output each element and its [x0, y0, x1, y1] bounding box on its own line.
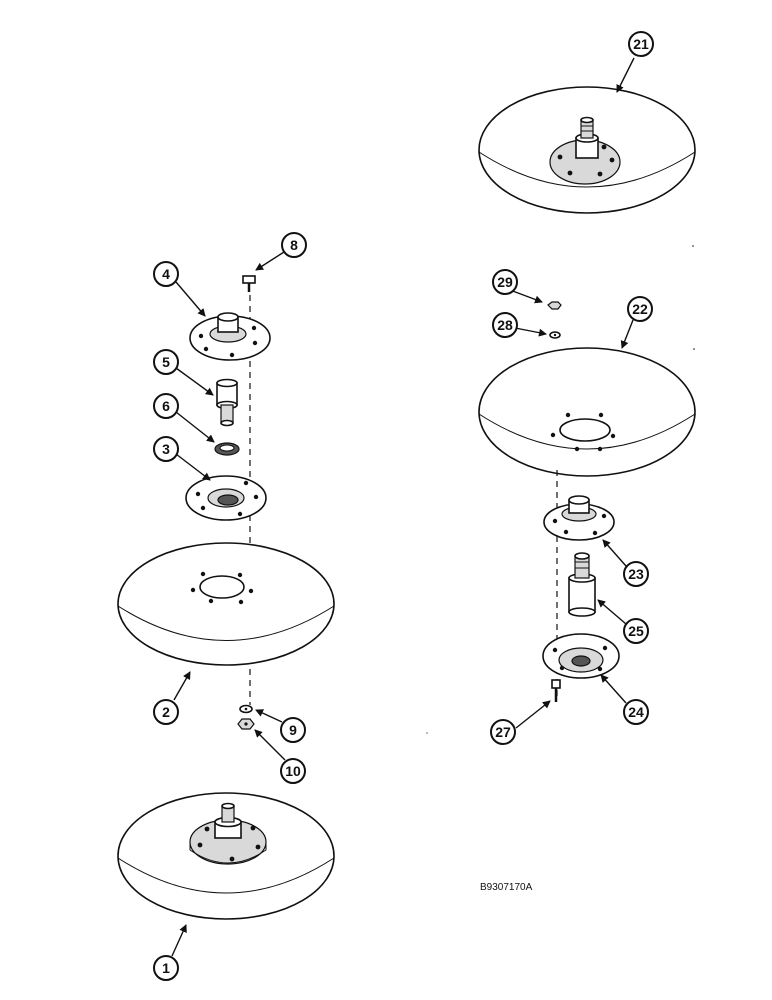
callout-6: 6	[153, 393, 179, 419]
callout-5-label: 5	[162, 354, 170, 370]
callout-5: 5	[153, 349, 179, 375]
callout-25-label: 25	[628, 623, 644, 639]
callout-4: 4	[153, 261, 179, 287]
callout-9-label: 9	[289, 722, 297, 738]
callout-23: 23	[623, 561, 649, 587]
callout-29-label: 29	[497, 274, 513, 290]
part-27-bolt	[551, 679, 561, 702]
part-6-seal-ring	[214, 442, 240, 456]
callout-1: 1	[153, 955, 179, 981]
part-28-washer	[549, 331, 561, 339]
speck	[693, 348, 695, 350]
callout-22: 22	[627, 296, 653, 322]
callout-8: 8	[281, 232, 307, 258]
callout-28: 28	[492, 312, 518, 338]
leader-lines	[171, 57, 635, 957]
part-1-disc-with-hub	[117, 792, 335, 920]
callout-22-label: 22	[632, 301, 648, 317]
callout-24-label: 24	[628, 704, 644, 720]
callout-21-label: 21	[633, 36, 649, 52]
callout-10: 10	[280, 758, 306, 784]
callout-3: 3	[153, 436, 179, 462]
callout-9: 9	[280, 717, 306, 743]
callout-4-label: 4	[162, 266, 170, 282]
callout-29: 29	[492, 269, 518, 295]
callout-8-label: 8	[290, 237, 298, 253]
callout-3-label: 3	[162, 441, 170, 457]
callout-2: 2	[153, 699, 179, 725]
part-23-hub-flange	[543, 495, 615, 541]
part-29-nut	[547, 301, 562, 310]
callout-24: 24	[623, 699, 649, 725]
callout-27: 27	[490, 719, 516, 745]
callout-25: 25	[623, 618, 649, 644]
callout-21: 21	[628, 31, 654, 57]
callout-27-label: 27	[495, 724, 511, 740]
part-24-cup-flange	[542, 633, 620, 679]
callout-2-label: 2	[162, 704, 170, 720]
part-3-flange	[185, 475, 267, 521]
callout-28-label: 28	[497, 317, 513, 333]
callout-23-label: 23	[628, 566, 644, 582]
part-2-disc	[117, 542, 335, 666]
part-5-spindle	[216, 378, 238, 427]
speck	[426, 732, 428, 734]
part-25-spindle	[568, 552, 596, 617]
speck	[692, 245, 694, 247]
part-22-disc	[478, 347, 696, 477]
part-21-disc-with-hub	[478, 86, 696, 214]
callout-1-label: 1	[162, 960, 170, 976]
part-8-bolt	[242, 275, 256, 292]
callout-10-label: 10	[285, 763, 301, 779]
part-9-washer	[239, 704, 253, 714]
callout-6-label: 6	[162, 398, 170, 414]
figure-code: B9307170A	[480, 882, 533, 893]
part-10-nut	[237, 718, 255, 730]
part-4-hub-flange	[189, 312, 271, 361]
